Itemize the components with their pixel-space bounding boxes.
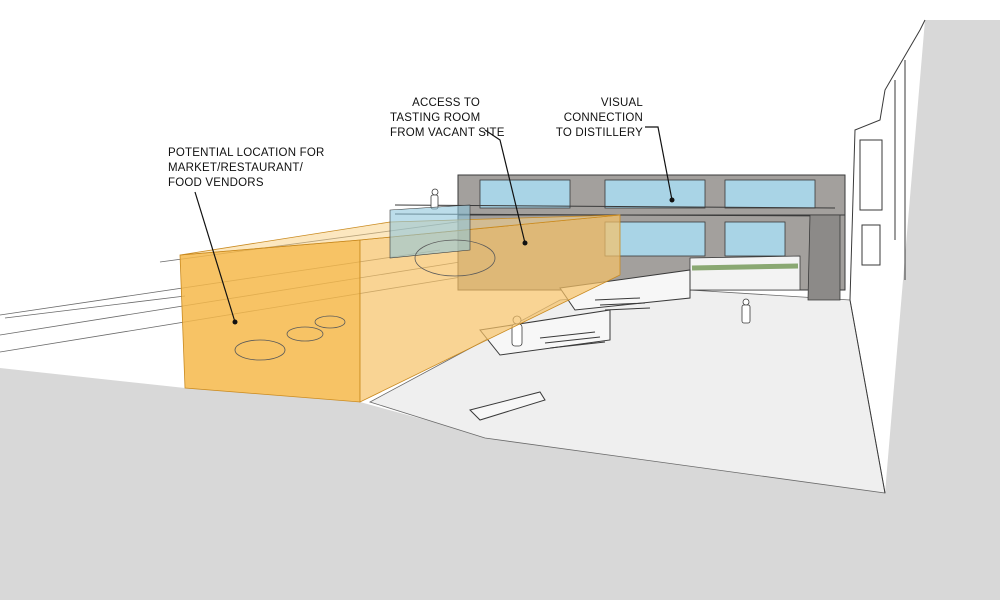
tree-sketch bbox=[414, 239, 496, 277]
annotation-line: MARKET/RESTAURANT/ bbox=[168, 162, 304, 174]
lower-window bbox=[604, 221, 706, 257]
right-building bbox=[849, 19, 926, 494]
leader-lines bbox=[194, 126, 673, 323]
annotation-visual-connection: VISUAL CONNECTION TO DISTILLERY bbox=[553, 96, 643, 141]
annotation-tasting-room-access: ACCESS TO TASTING ROOM FROM VACANT SITE bbox=[390, 96, 505, 141]
annotation-line: CONNECTION bbox=[563, 112, 643, 124]
annotation-line: FROM VACANT SITE bbox=[390, 127, 505, 139]
annotation-line: FOOD VENDORS bbox=[168, 177, 264, 189]
annotation-market-location: POTENTIAL LOCATION FOR MARKET/RESTAURANT… bbox=[168, 146, 324, 191]
terrace-steps bbox=[469, 269, 691, 421]
annotation-line: TO DISTILLERY bbox=[555, 127, 643, 139]
tree-sketch bbox=[314, 315, 346, 329]
leader-dots bbox=[232, 197, 675, 325]
annotation-line: TASTING ROOM bbox=[390, 112, 481, 124]
tree-sketch bbox=[234, 339, 286, 361]
upper-window bbox=[479, 179, 571, 209]
ground-section bbox=[0, 20, 1000, 600]
annotation-line: VISUAL bbox=[600, 97, 643, 109]
upper-window bbox=[604, 179, 706, 209]
annotation-line: POTENTIAL LOCATION FOR bbox=[168, 147, 325, 159]
lower-window bbox=[724, 221, 786, 257]
annotation-line: ACCESS TO bbox=[412, 97, 480, 109]
upper-window bbox=[724, 179, 816, 209]
market-volume bbox=[179, 204, 621, 403]
tree-sketch bbox=[286, 326, 324, 342]
planter bbox=[689, 255, 801, 291]
